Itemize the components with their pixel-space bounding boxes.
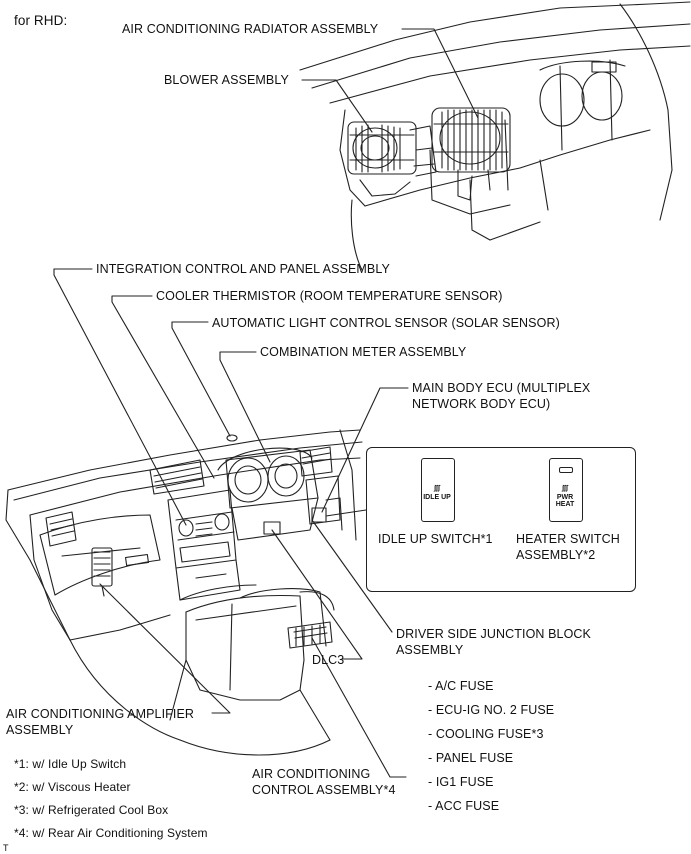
main-dashboard-illustration	[5, 268, 409, 778]
fuse-item: - PANEL FUSE	[428, 751, 514, 765]
main-body-ecu-label: MAIN BODY ECU (MULTIPLEX NETWORK BODY EC…	[412, 381, 591, 411]
fuse-item: - COOLING FUSE*3	[428, 727, 544, 741]
blower-unit-drawing	[347, 121, 437, 177]
control-assembly-label: AIR CONDITIONING CONTROL ASSEMBLY*4	[252, 767, 396, 797]
main-body-ecu-leader	[321, 387, 409, 513]
junction-block-label: DRIVER SIDE JUNCTION BLOCK ASSEMBLY	[396, 627, 591, 657]
integration-leader	[53, 268, 187, 526]
fuse-item: - IG1 FUSE	[428, 775, 494, 789]
radiator-assembly-label: AIR CONDITIONING RADIATOR ASSEMBLY	[122, 22, 379, 36]
footnote-item: *1: w/ Idle Up Switch	[14, 757, 127, 771]
variant-label: for RHD:	[14, 13, 68, 28]
idle-up-switch-icon: ∫∫∫ IDLE UP	[421, 458, 455, 522]
heater-heat-glyph: ∫∫∫	[562, 485, 568, 492]
top-dashboard-illustration	[299, 1, 691, 271]
dlc3-leader	[271, 529, 363, 660]
idle-up-heat-glyph: ∫∫∫	[434, 485, 440, 492]
radiator-leader	[401, 28, 479, 119]
light-sensor-leader	[171, 321, 231, 437]
inset-connector-line	[325, 509, 367, 517]
amplifier-drawing	[91, 547, 113, 597]
blower-assembly-label: BLOWER ASSEMBLY	[164, 73, 289, 87]
heater-icon-text: PWR HEAT	[555, 494, 575, 508]
idle-up-switch-label: IDLE UP SWITCH*1	[378, 532, 493, 546]
heater-switch-label: HEATER SWITCH ASSEMBLY*2	[516, 532, 620, 562]
amplifier-leader	[99, 583, 231, 714]
idle-up-icon-text: IDLE UP	[423, 494, 451, 501]
corner-mark: T	[3, 843, 9, 853]
fuse-item: - ACC FUSE	[428, 799, 500, 813]
footnote-item: *3: w/ Refrigerated Cool Box	[14, 803, 169, 817]
combination-meter-label: COMBINATION METER ASSEMBLY	[260, 345, 467, 359]
amplifier-label: AIR CONDITIONING AMPLIFIER ASSEMBLY	[6, 707, 195, 737]
heater-switch-icon: ∫∫∫ PWR HEAT	[549, 458, 583, 522]
light-sensor-label: AUTOMATIC LIGHT CONTROL SENSOR (SOLAR SE…	[212, 316, 560, 330]
cooler-thermistor-label: COOLER THERMISTOR (ROOM TEMPERATURE SENS…	[156, 289, 503, 303]
fuse-item: - ECU-IG NO. 2 FUSE	[428, 703, 555, 717]
rear-ac-control-drawing	[287, 621, 333, 649]
dlc3-label: DLC3	[312, 653, 345, 667]
radiator-unit-drawing	[431, 107, 511, 201]
integration-panel-drawing	[167, 489, 237, 569]
switch-inset-panel: ∫∫∫ IDLE UP ∫∫∫ PWR HEAT	[366, 447, 636, 592]
combination-meter-leader	[219, 351, 271, 463]
integration-panel-label: INTEGRATION CONTROL AND PANEL ASSEMBLY	[96, 262, 390, 276]
cooler-thermistor-leader	[111, 295, 215, 479]
blower-leader	[301, 79, 373, 133]
footnote-item: *2: w/ Viscous Heater	[14, 780, 131, 794]
fuse-item: - A/C FUSE	[428, 679, 494, 693]
dlc3-connector-drawing	[263, 521, 281, 535]
junction-block-leader	[311, 519, 393, 633]
control-assembly-leader	[311, 637, 407, 778]
heater-indicator-lamp	[559, 467, 573, 473]
footnote-item: *4: w/ Rear Air Conditioning System	[14, 826, 208, 840]
